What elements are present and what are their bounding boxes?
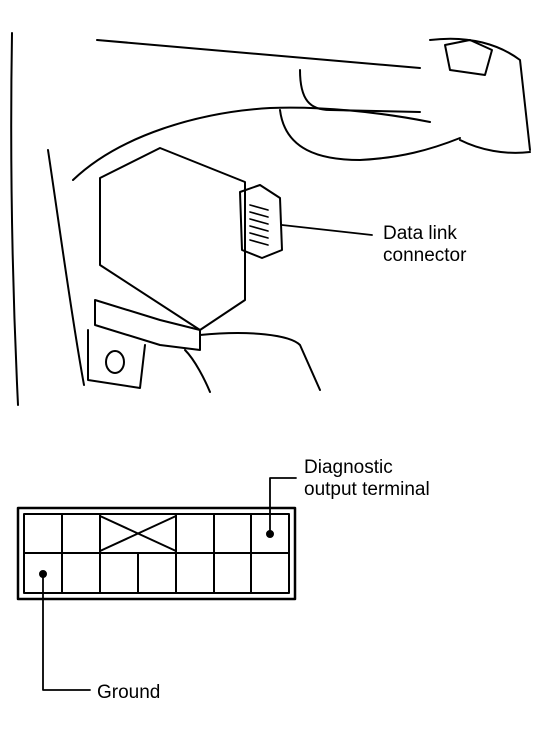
lower-panel-box — [99, 147, 246, 331]
data-link-connector-label-line1: Data link — [383, 223, 457, 244]
connector-body — [239, 184, 283, 259]
ground-leader-line — [42, 573, 91, 691]
console-curve — [199, 332, 321, 391]
diagnostic-leader-line — [269, 477, 297, 535]
bolt-hole — [105, 350, 125, 374]
data-link-connector-label-line2: connector — [383, 245, 467, 266]
panel-bracket — [87, 329, 146, 389]
data-link-connector-label: Data link connector — [383, 223, 466, 267]
right-housing-inner — [459, 139, 531, 154]
panel-ledge — [94, 299, 201, 351]
knob — [444, 39, 493, 76]
connector-outer-frame — [16, 506, 297, 601]
diagnostic-label-line2: output terminal — [304, 479, 430, 500]
column-shroud — [72, 106, 431, 181]
dashboard-illustration — [10, 32, 531, 406]
ground-label: Ground — [97, 682, 161, 703]
diagnostic-output-terminal-label: Diagnostic output terminal — [304, 457, 430, 501]
dash-underside — [299, 69, 421, 113]
connector-grid — [16, 477, 297, 691]
diagnostic-label-line1: Diagnostic — [304, 457, 393, 478]
connector-pins — [249, 204, 269, 246]
right-housing — [429, 37, 531, 151]
a-pillar-line — [10, 32, 19, 406]
support-strut — [184, 349, 211, 393]
blocked-cell-cross — [99, 515, 177, 552]
upper-dash-edge — [96, 39, 421, 69]
column-shroud-lower — [279, 109, 461, 161]
door-seal-line — [47, 149, 85, 386]
dlc-leader-line — [281, 224, 373, 236]
